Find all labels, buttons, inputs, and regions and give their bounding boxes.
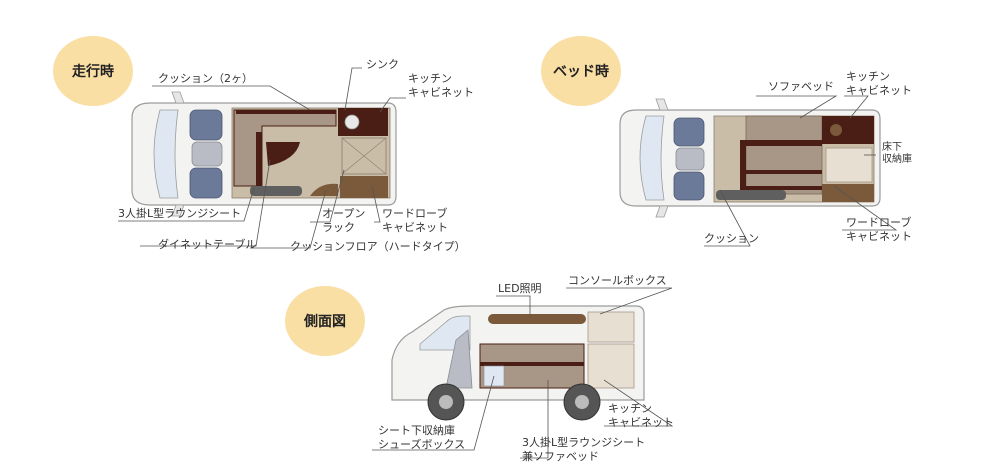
label-lounge-line1: 3人掛L型ラウンジシート [522,436,646,449]
label-sofa-bed: ソファベッド [768,80,834,93]
side-console-box [587,311,635,343]
mirror-bottom-driving [171,204,185,217]
label-wardrobe-line1: ワードローブ [382,207,448,220]
label-wardrobe-bed: ワードローブ キャビネット [846,216,912,244]
kitchen-cabinet-bed [822,116,874,144]
leaders-side [372,287,674,459]
van-top-view-driving [131,91,397,217]
label-bed-wardrobe-line1: ワードローブ [846,216,912,229]
label-under-seat-line2: シューズボックス [378,438,466,451]
open-rack [341,137,387,175]
passenger-seat [189,167,223,199]
cushion-pad [310,183,338,196]
label-wardrobe-driving: ワードローブ キャビネット [382,207,448,235]
passenger-seat-bed [673,171,705,201]
label-side-kitchen-line2: キャビネット [608,416,674,429]
label-kitchen-cabinet-side: キッチン キャビネット [608,402,674,430]
label-open-rack: オープン ラック [322,207,365,235]
cushion-floor-strip [250,186,302,196]
middle-seat-bed [675,147,705,171]
side-rear-hub [575,395,589,409]
label-under-seat-line1: シート下収納庫 [378,424,455,437]
side-kitchen-cabinet [587,343,635,389]
windshield-driving [153,109,179,199]
label-kitchen-line1: キッチン [408,72,452,85]
lounge-seat-back [236,110,336,114]
label-side-kitchen-line1: キッチン [608,402,652,415]
label-sink: シンク [366,58,399,71]
label-open-rack-line1: オープン [322,207,366,220]
driver-seat [189,109,223,141]
label-dinette-table: ダイネットテーブル [158,238,257,251]
label-cushion-2: クッション（2ヶ） [158,72,253,85]
label-kitchen-line2: キャビネット [408,86,474,99]
van-side-view [391,305,645,421]
badge-side: 側面図 [285,286,365,356]
sofa-bed-stripe-1 [746,170,822,174]
sofa-bed-frame [740,140,822,196]
sink-bed [830,124,842,136]
wardrobe-cabinet-bed [822,184,874,202]
side-driver-seat [445,329,473,389]
label-cushion-floor: クッションフロア（ハードタイプ） [290,240,466,253]
sofa-bed-stripe-2 [746,186,822,190]
label-bed-wardrobe-line2: キャビネット [846,230,912,243]
dinette-table [266,142,300,166]
label-lounge-sofabed: 3人掛L型ラウンジシート 兼ソファベッド [522,436,645,464]
lounge-seat-back-side [256,132,262,186]
mirror-bottom-bed [655,205,669,218]
mirror-top-bed [655,98,669,111]
label-under-seat-storage: シート下収納庫 シューズボックス [378,424,465,452]
underfloor-storage [825,147,873,183]
leaders-bed [704,95,898,247]
leaders-driving [118,67,406,249]
van-top-view-bed [619,98,881,218]
label-bed-kitchen-line2: キャビネット [846,84,912,97]
open-rack-cross-2 [341,137,387,175]
wardrobe-cabinet-driving [340,176,388,198]
label-console-box: コンソールボックス [568,274,667,287]
side-sofa-back [479,343,585,365]
label-kitchen-cabinet-bed: キッチン キャビネット [846,70,912,98]
label-wardrobe-line2: キャビネット [382,221,448,234]
label-lounge-line2: 兼ソファベッド [522,450,599,463]
label-underfloor-line1: 床下 [882,142,902,153]
side-led-rail [488,314,586,324]
label-underfloor-line2: 収納庫 [882,154,912,165]
label-underfloor-storage: 床下 収納庫 [882,142,912,166]
cushion-bed [716,190,786,200]
middle-seat [191,141,223,167]
label-kitchen-cabinet-driving: キッチン キャビネット [408,72,474,100]
mirror-top-driving [171,91,185,104]
badge-driving: 走行時 [53,36,133,106]
sofa-bed [745,115,823,195]
label-cushion-bed: クッション [704,232,759,245]
label-bed-kitchen-line1: キッチン [846,70,890,83]
driver-seat-bed [673,117,705,147]
sink [344,114,360,130]
label-lounge-seat: 3人掛L型ラウンジシート [118,207,242,220]
windshield-bed [639,115,665,201]
side-sofa-stripe [480,362,584,366]
badge-bed: ベッド時 [541,36,621,106]
label-open-rack-line2: ラック [322,221,355,234]
side-front-hub [439,395,453,409]
label-led: LED照明 [498,282,542,295]
